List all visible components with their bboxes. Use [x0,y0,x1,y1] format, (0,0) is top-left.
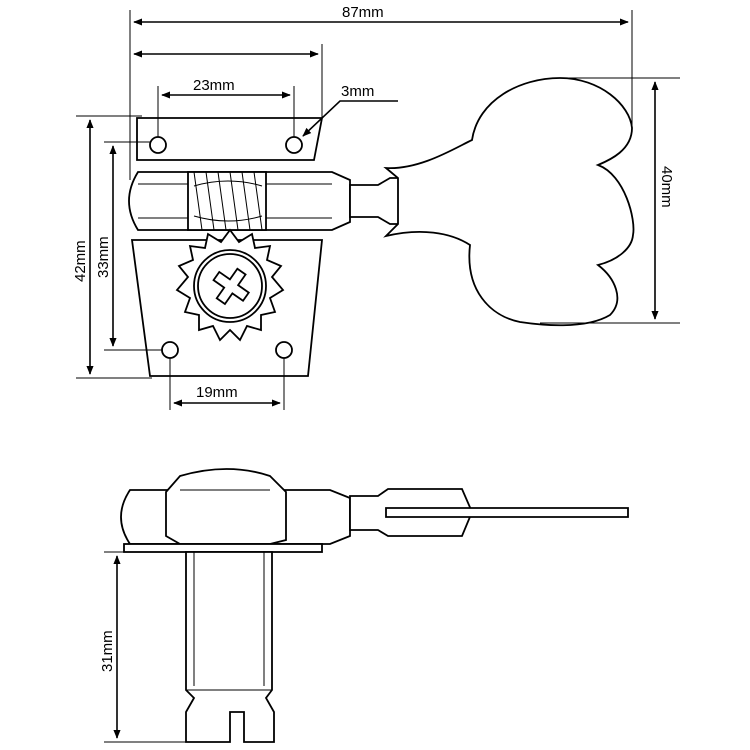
upper-plate [136,117,324,161]
side-plate [123,543,323,553]
bottom-hole-spacing-label: 19mm [196,384,238,401]
plate-offset-leader [302,100,398,137]
upper-left-hole [149,136,167,154]
cross-screw-icon [212,267,251,306]
plate-offset-label: 3mm [341,83,374,100]
lower-right-hole [275,341,293,359]
hole-vertical-spacing-label: 33mm [95,236,112,278]
upper-right-hole [285,136,303,154]
worm-coils [187,171,267,231]
key-height-label: 40mm [658,166,675,208]
string-post [185,551,275,743]
lower-left-hole [161,341,179,359]
side-view [120,468,629,743]
butterfly-key [383,77,635,327]
top-hole-spacing-label: 23mm [193,77,235,94]
side-gear-cap [165,468,287,545]
plate-height-label: 42mm [72,240,89,282]
overall-length-label: 87mm [342,4,384,21]
side-key-blade [385,507,629,518]
gear [175,228,285,342]
top-view [128,77,635,377]
post-length-label: 31mm [99,630,116,672]
dimensions: 87mm 23mm 3mm 42mm 33mm 19mm 40mm [72,4,680,743]
